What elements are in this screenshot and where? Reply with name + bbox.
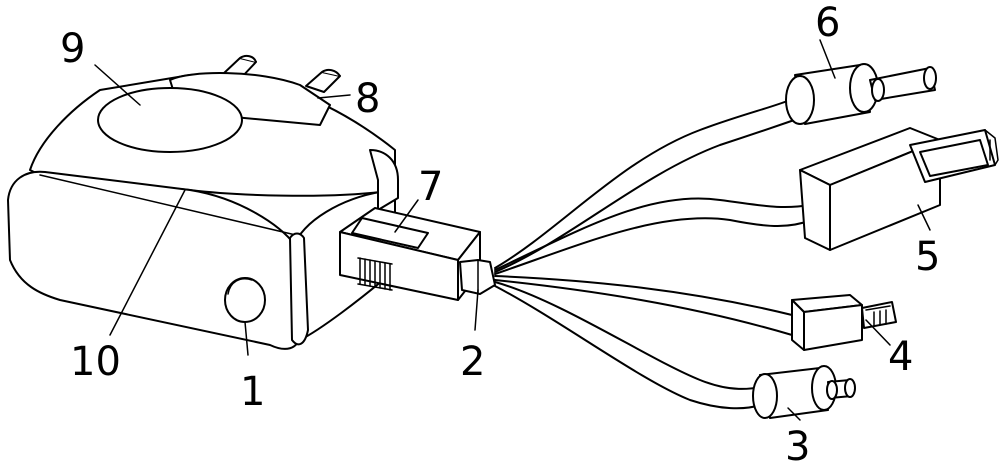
usb-type-b-connector xyxy=(799,127,999,251)
grip-ridges xyxy=(357,257,393,291)
round-recess xyxy=(97,87,243,153)
label-7: 7 xyxy=(418,164,443,210)
barrel-connector-small xyxy=(752,365,856,419)
label-2: 2 xyxy=(460,339,485,385)
label-4: 4 xyxy=(888,334,913,380)
micro-usb-connector xyxy=(791,294,897,351)
label-3: 3 xyxy=(785,424,810,470)
barrel-connector-large xyxy=(785,63,937,125)
label-10: 10 xyxy=(70,339,121,385)
cable-boot xyxy=(459,259,496,295)
label-1: 1 xyxy=(240,369,265,415)
leader-lines xyxy=(94,39,931,421)
reference-labels: 9 8 7 6 5 4 3 2 1 10 xyxy=(60,0,940,470)
adapter-body xyxy=(7,54,399,350)
label-8: 8 xyxy=(355,76,380,122)
label-9: 9 xyxy=(60,26,85,72)
label-5: 5 xyxy=(915,234,940,280)
power-button xyxy=(224,277,266,323)
label-6: 6 xyxy=(815,0,840,46)
cables xyxy=(494,99,813,410)
